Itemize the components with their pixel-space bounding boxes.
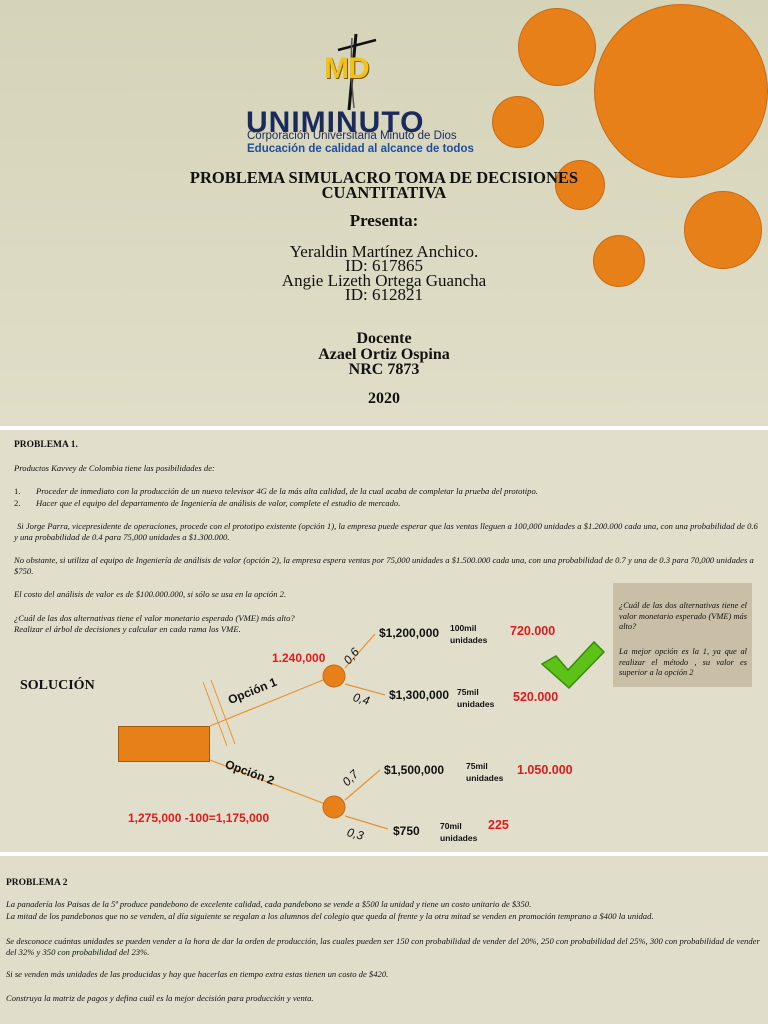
nrc: NRC 7873 xyxy=(348,361,420,378)
decor-circle xyxy=(555,160,605,210)
item-1-text: Proceder de inmediato con la producción … xyxy=(36,486,538,496)
check-mark-icon xyxy=(540,640,606,690)
decor-circle xyxy=(593,235,645,287)
problem-2-heading: PROBLEMA 2 xyxy=(6,878,68,888)
chance-node-2 xyxy=(322,795,346,819)
branch-2b xyxy=(344,815,389,830)
title-slide: MD UNIMINUTO Corporación Universitaria M… xyxy=(0,0,768,426)
problem-1-heading: PROBLEMA 1. xyxy=(14,440,78,450)
branch-1a xyxy=(344,633,376,669)
logo-tagline: Educación de calidad al alcance de todos xyxy=(247,143,474,155)
question-1: ¿Cuál de las dos alternativas tiene el v… xyxy=(14,613,295,623)
prune-mark xyxy=(210,679,236,745)
branch-1b xyxy=(344,683,386,696)
problem-2-line-5: Construya la matriz de pagos y defina cu… xyxy=(6,993,314,1003)
logo-mark: MD xyxy=(324,52,370,85)
result-1a: 720.000 xyxy=(510,624,556,638)
callout-question: ¿Cuál de las dos alternativas tiene el v… xyxy=(619,601,747,631)
problem-2-line-1: La panadería los Paisas de la 5ª produce… xyxy=(6,899,532,909)
result-2b: 225 xyxy=(488,818,509,832)
price-1a: $1,200,000 xyxy=(379,626,440,640)
title-line-2: CUANTITATIVA xyxy=(321,183,447,202)
docente-name: Azael Ortiz Ospina xyxy=(318,346,450,363)
author-1-id: ID: 617865 xyxy=(345,256,423,275)
decor-circle xyxy=(518,8,596,86)
author-2: Angie Lizeth Ortega Guancha xyxy=(281,271,487,290)
problem-2-slide: PROBLEMA 2 La panadería los Paisas de la… xyxy=(0,856,768,1024)
title-line-1: PROBLEMA SIMULACRO TOMA DE DECISIONES xyxy=(189,168,579,187)
decision-node xyxy=(118,726,210,762)
solucion-label: SOLUCIÓN xyxy=(20,678,95,693)
prune-mark xyxy=(202,681,228,747)
decor-circle xyxy=(594,4,768,178)
branch-option-1 xyxy=(209,675,334,727)
paragraph-1: Si Jorge Parra, vicepresidente de operac… xyxy=(14,521,758,542)
problem-2-line-3: Se desconoce cuántas unidades se pueden … xyxy=(6,936,760,957)
item-2-number: 2. xyxy=(14,498,21,508)
paragraph-2: No obstante, si utiliza al equipo de Ing… xyxy=(14,555,754,576)
decor-circle xyxy=(492,96,544,148)
item-2-text: Hacer que el equipo del departamento de … xyxy=(36,498,401,508)
uniminuto-logo: MD UNIMINUTO Corporación Universitaria M… xyxy=(246,30,474,158)
branch-2a xyxy=(344,769,381,801)
answer-callout: ¿Cuál de las dos alternativas tiene el v… xyxy=(613,583,752,687)
vme-option-2: 1,275,000 -100=1,175,000 xyxy=(128,811,270,825)
price-1b: $1,300,000 xyxy=(389,688,450,702)
problem-2-line-2: La mitad de los pandebonos que no se ven… xyxy=(6,911,654,921)
chance-node-1 xyxy=(322,664,346,688)
author-1: Yeraldin Martínez Anchico. xyxy=(289,242,479,261)
year: 2020 xyxy=(368,390,400,407)
problem-1-slide: PROBLEMA 1. Productos Kavvey de Colombia… xyxy=(0,430,768,852)
price-2a: $1,500,000 xyxy=(384,763,445,777)
price-2b: $750 xyxy=(393,824,420,838)
md-emblem-icon xyxy=(337,33,377,111)
author-2-id: ID: 612821 xyxy=(345,285,423,304)
item-1-number: 1. xyxy=(14,486,21,496)
result-2a: 1.050.000 xyxy=(517,763,573,777)
vme-option-1: 1.240,000 xyxy=(272,651,326,665)
branch-option-2 xyxy=(209,759,334,808)
intro-text: Productos Kavvey de Colombia tiene las p… xyxy=(14,463,215,473)
result-1b: 520.000 xyxy=(513,690,559,704)
problem-2-line-4: Si se venden más unidades de las produci… xyxy=(6,969,389,979)
question-2: Realizar el árbol de decisiones y calcul… xyxy=(14,624,241,634)
docente-label: Docente xyxy=(356,330,412,347)
presenta-label: Presenta: xyxy=(349,211,419,230)
callout-answer: La mejor opción es la 1, ya que al reali… xyxy=(619,647,747,677)
logo-name: UNIMINUTO xyxy=(246,106,425,139)
paragraph-3: El costo del análisis de valor es de $10… xyxy=(14,589,287,599)
logo-corp: Corporación Universitaria Minuto de Dios xyxy=(247,130,457,142)
decor-circle xyxy=(684,191,762,269)
decision-tree xyxy=(202,633,606,830)
